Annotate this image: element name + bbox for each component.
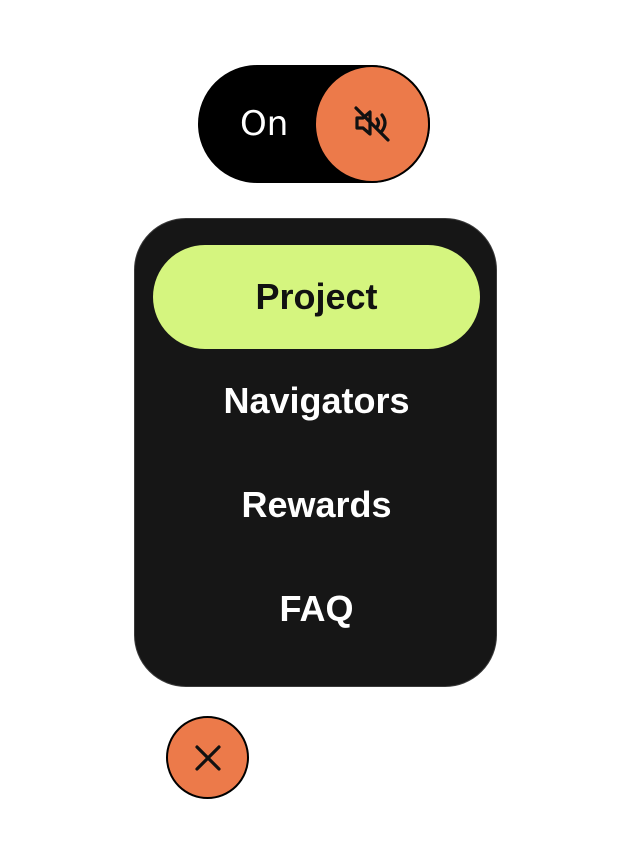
menu-item-rewards[interactable]: Rewards: [241, 484, 392, 525]
menu-item-faq[interactable]: FAQ: [279, 588, 354, 629]
toggle-label: On: [240, 104, 289, 144]
menu-item-project[interactable]: Project: [153, 245, 480, 349]
nav-menu: Project Navigators Rewards FAQ: [134, 218, 497, 687]
menu-item-navigators[interactable]: Navigators: [223, 380, 410, 421]
toggle-knob[interactable]: [314, 65, 430, 183]
sound-toggle[interactable]: On: [198, 65, 430, 183]
close-button[interactable]: [166, 716, 249, 799]
volume-mute-icon: [354, 106, 390, 142]
close-icon: [194, 744, 221, 771]
